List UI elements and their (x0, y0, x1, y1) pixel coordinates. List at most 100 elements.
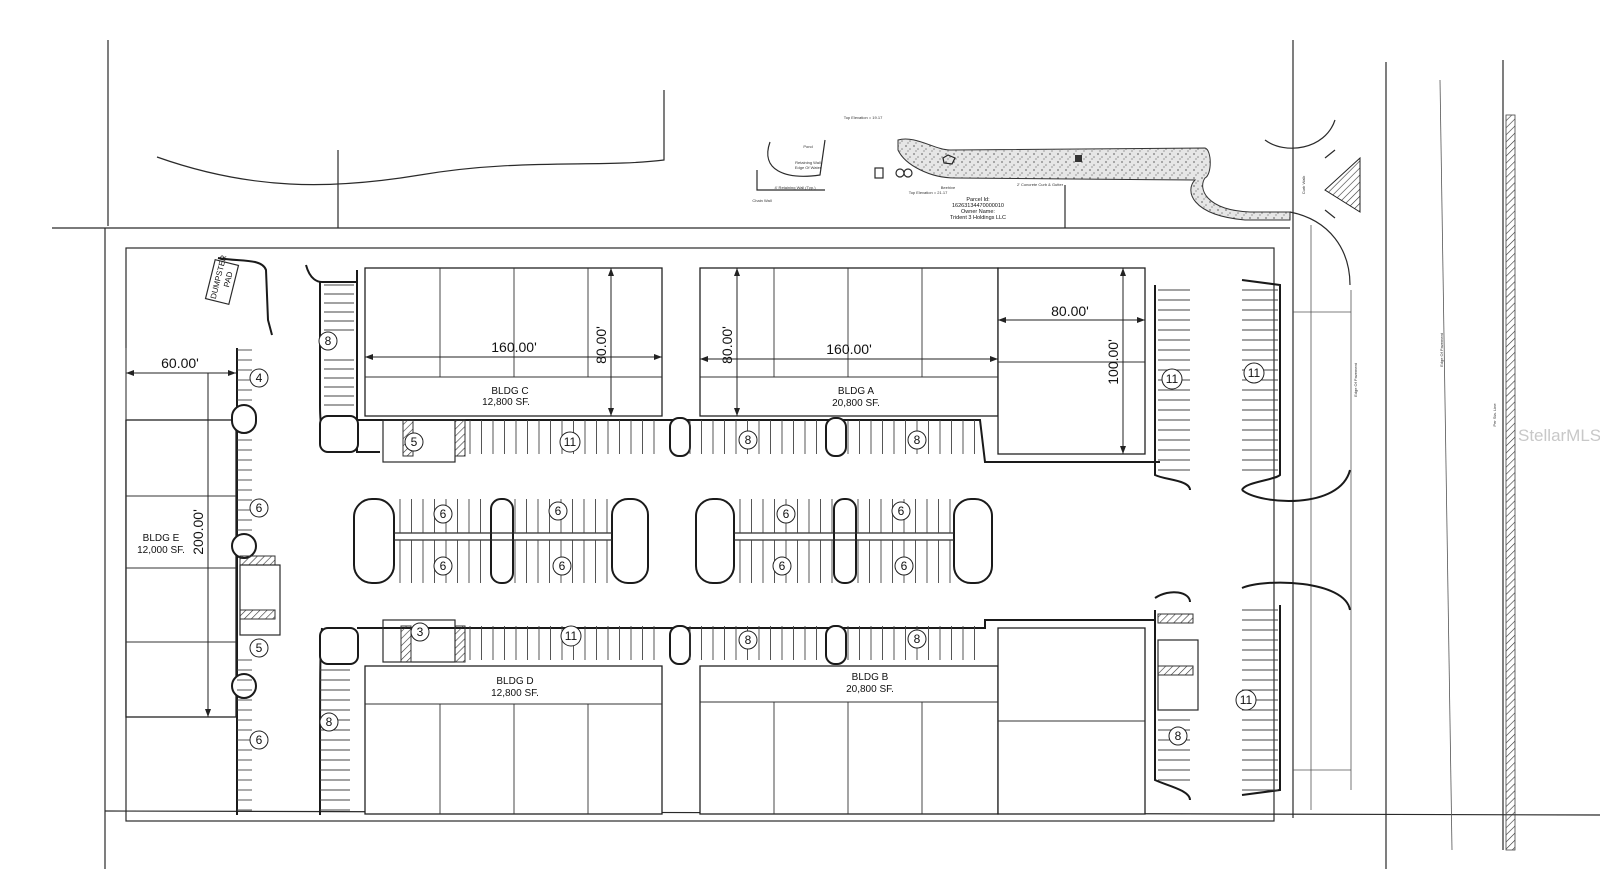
bldg-c-depth-dim: 80.00' (593, 326, 609, 364)
owner-name-value: Trident 3 Holdings LLC (950, 215, 1006, 221)
bldg-b-area: 20,800 SF. (846, 684, 894, 695)
svg-text:6: 6 (256, 733, 263, 747)
building-b: BLDG B 20,800 SF. (699, 627, 1146, 815)
svg-text:8: 8 (1175, 729, 1182, 743)
svg-text:6: 6 (901, 559, 908, 573)
svg-text:8: 8 (745, 633, 752, 647)
parking-count-badge: 11 (560, 625, 582, 647)
retaining-wall-note-2: Edge Of Water (795, 165, 822, 170)
svg-text:6: 6 (440, 507, 447, 521)
parking-count-badge: 6 (772, 556, 792, 576)
parking-count-badge: 4 (249, 368, 269, 388)
svg-text:5: 5 (256, 641, 263, 655)
bldg-e-name: BLDG E (143, 533, 180, 544)
parking-count-badge: 6 (548, 501, 568, 521)
parking-count-badge: 11 (559, 431, 581, 453)
svg-text:6: 6 (559, 559, 566, 573)
parking-count-badge: 8 (738, 430, 758, 450)
svg-text:3: 3 (417, 625, 424, 639)
row-line-note: Per Sta. Line (1492, 403, 1497, 427)
svg-text:4: 4 (256, 371, 263, 385)
drive-islands (231, 404, 847, 699)
svg-text:8: 8 (914, 433, 921, 447)
building-d: BLDG D 12,800 SF. (364, 665, 663, 815)
svg-text:11: 11 (564, 435, 577, 449)
parking-counts: 8 4 6 5 6 8 5 11 8 8 6 6 6 6 6 6 6 6 3 1… (249, 331, 1265, 750)
building-a: BLDG A 20,800 SF. (699, 267, 1146, 455)
access-note: 2' Concrete Curb & Gutter (1017, 182, 1064, 187)
owner-name-label: Owner Name: (961, 209, 995, 215)
parking-count-badge: 6 (891, 501, 911, 521)
bldg-b-name: BLDG B (852, 672, 889, 683)
parking-count-badge: 5 (249, 638, 269, 658)
bldg-e-length-dim: 200.00' (190, 509, 206, 555)
retaining-wall-note-3: 4' Retaining Wall (Typ.) (774, 185, 816, 190)
parking-count-badge: 6 (433, 504, 453, 524)
parcel-id-label: Parcel Id: (966, 197, 990, 203)
dimension-lines (125, 268, 1145, 717)
svg-text:6: 6 (256, 501, 263, 515)
bldg-a-name: BLDG A (838, 386, 874, 397)
bldg-c-area: 12,800 SF. (482, 397, 530, 408)
parking-count-badge: 8 (318, 331, 338, 351)
bldg-e-width-dim: 60.00' (161, 355, 199, 371)
svg-text:11: 11 (1240, 693, 1253, 707)
parking-count-badge: 3 (410, 622, 430, 642)
center-islands (353, 498, 993, 584)
parking-count-badge: 8 (907, 629, 927, 649)
parking-count-badge: 11 (1235, 689, 1257, 711)
top-elevation-note: Top Elevation = 19.17 (844, 115, 883, 120)
svg-text:6: 6 (783, 507, 790, 521)
bldg-c-width-dim: 160.00' (491, 339, 537, 355)
svg-text:6: 6 (779, 559, 786, 573)
svg-text:8: 8 (325, 334, 332, 348)
parking-count-badge: 6 (894, 556, 914, 576)
building-e: BLDG E 12,000 SF. (125, 419, 237, 718)
parking-count-badge: 8 (907, 430, 927, 450)
bldg-a-width-dim: 160.00' (826, 341, 872, 357)
pad-label: PAD (222, 270, 235, 288)
bldg-a-wing-depth-dim: 100.00' (1105, 339, 1121, 385)
north-notes: Pond Top Elevation = 19.17 Retaining Wal… (752, 115, 1497, 427)
chain-wall-note: Chain Wall (752, 198, 771, 203)
curb-walk-note: Curb Walk (1301, 176, 1306, 195)
building-c: BLDG C 12,800 SF. (364, 267, 663, 417)
edge-pavement-note-2: Edge Of Pavement (1439, 332, 1444, 367)
svg-text:5: 5 (411, 435, 418, 449)
svg-text:11: 11 (1166, 372, 1179, 386)
svg-text:6: 6 (898, 504, 905, 518)
parking-count-badge: 11 (1161, 368, 1183, 390)
svg-text:11: 11 (1248, 366, 1261, 380)
parking-count-badge: 5 (404, 432, 424, 452)
bldg-d-area: 12,800 SF. (491, 688, 539, 699)
parking-count-badge: 11 (1243, 362, 1265, 384)
parking-stripes (237, 284, 1278, 811)
bldg-a-wing-width-dim: 80.00' (1051, 303, 1089, 319)
watermark: StellarMLS (1518, 426, 1600, 445)
beehive-note-1: Beehive (941, 185, 956, 190)
bldg-c-name: BLDG C (491, 386, 528, 397)
bldg-a-depth-dim: 80.00' (719, 326, 735, 364)
parking-count-badge: 6 (776, 504, 796, 524)
edge-pavement-note-1: Edge Of Pavement (1353, 362, 1358, 397)
parking-count-badge: 6 (249, 498, 269, 518)
svg-text:8: 8 (745, 433, 752, 447)
svg-text:6: 6 (440, 559, 447, 573)
parking-count-badge: 6 (249, 730, 269, 750)
parcel-id-value: 16263134470000010 (952, 203, 1004, 209)
svg-text:11: 11 (565, 629, 578, 643)
bldg-e-area: 12,000 SF. (137, 545, 185, 556)
retaining-wall-note-1: Retaining Wall (795, 160, 821, 165)
parking-count-badge: 8 (738, 630, 758, 650)
parking-count-badge: 8 (319, 712, 339, 732)
bldg-d-name: BLDG D (496, 676, 533, 687)
dimension-labels: 160.00' 80.00' 80.00' 160.00' 80.00' 100… (161, 303, 1121, 555)
parking-count-badge: 6 (552, 556, 572, 576)
parking-count-badge: 6 (433, 556, 453, 576)
parking-count-badge: 8 (1168, 726, 1188, 746)
beehive-note-2: Top Elevation = 21.17 (909, 190, 948, 195)
north-features (156, 90, 1361, 286)
svg-text:6: 6 (555, 504, 562, 518)
pond-label: Pond (803, 144, 812, 149)
